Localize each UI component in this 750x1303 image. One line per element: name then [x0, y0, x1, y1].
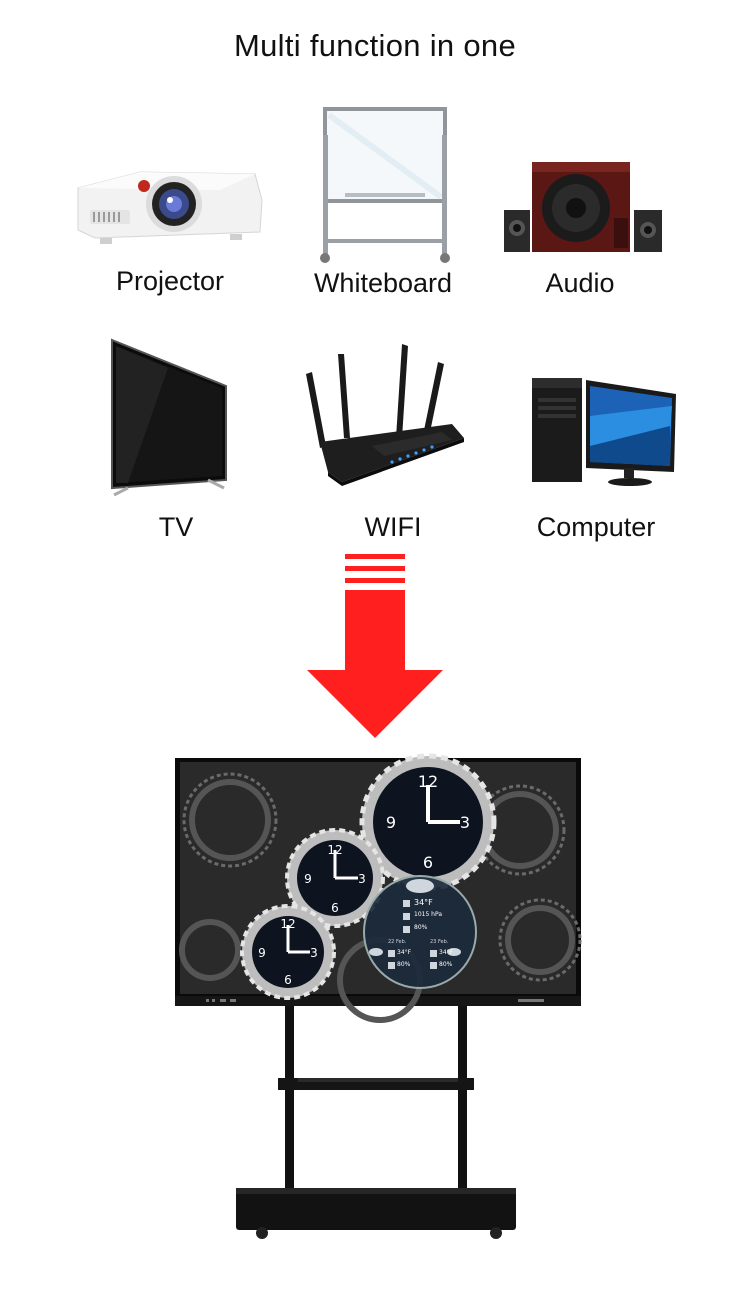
- speaker-icon: [504, 162, 662, 252]
- audio-label: Audio: [545, 268, 615, 298]
- weather-humidity: 80%: [414, 924, 428, 931]
- weather-pressure: 1015 hPa: [414, 911, 443, 918]
- svg-text:9: 9: [258, 946, 266, 960]
- weather-day2-humidity: 80%: [439, 961, 453, 968]
- weather-day1-humidity: 80%: [397, 961, 411, 968]
- weather-day2-date: 23 Feb.: [430, 939, 449, 945]
- weather-day1-temp: 34°F: [397, 949, 412, 956]
- arrow-down-icon: [307, 554, 443, 738]
- weather-day1-date: 22 Feb.: [388, 939, 407, 945]
- svg-text:12: 12: [280, 917, 295, 931]
- projector-label: Projector: [115, 266, 225, 296]
- wifi-tile: [302, 342, 467, 486]
- tv-label: TV: [158, 512, 194, 542]
- audio-tile: [500, 158, 670, 258]
- svg-text:3: 3: [310, 946, 318, 960]
- computer-tile: [528, 376, 680, 488]
- svg-text:12: 12: [418, 772, 438, 791]
- weather-widget: 34°F 1015 hPa 80% 22 Feb. 23 Feb. 34°F 8…: [360, 895, 480, 975]
- computer-icon: [532, 378, 676, 486]
- whiteboard-tile: [315, 105, 455, 265]
- svg-text:3: 3: [358, 872, 366, 886]
- svg-text:6: 6: [331, 901, 339, 915]
- weather-day2-temp: 34°F: [439, 949, 454, 956]
- whiteboard-label: Whiteboard: [313, 268, 453, 298]
- svg-text:3: 3: [460, 813, 470, 832]
- tv-icon: [111, 338, 227, 496]
- weather-temp: 34°F: [414, 898, 433, 907]
- wifi-label: WIFI: [364, 512, 422, 542]
- projector-icon: [77, 171, 263, 244]
- projector-tile: [70, 160, 270, 250]
- svg-text:6: 6: [284, 973, 292, 987]
- router-icon: [306, 344, 464, 486]
- computer-label: Computer: [536, 512, 656, 542]
- svg-text:9: 9: [304, 872, 312, 886]
- page-title: Multi function in one: [233, 28, 516, 63]
- svg-text:9: 9: [386, 813, 396, 832]
- whiteboard-icon: [320, 107, 450, 263]
- tv-tile: [108, 338, 230, 496]
- svg-text:6: 6: [423, 853, 433, 872]
